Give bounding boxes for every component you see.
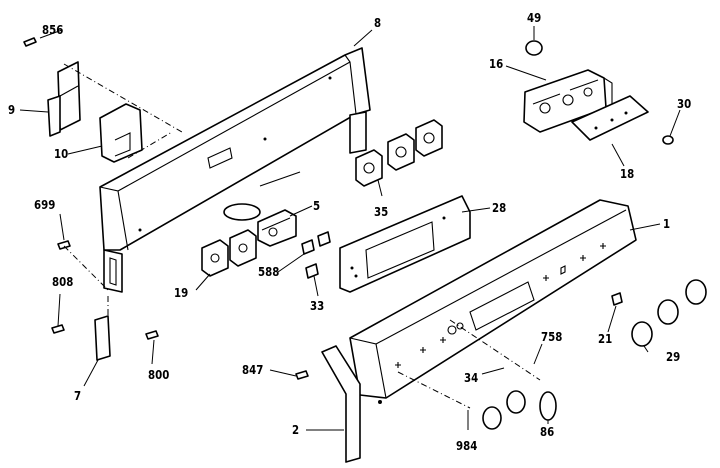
callout-699: 699	[34, 198, 56, 212]
callout-18: 18	[620, 167, 635, 181]
callout-86: 86	[540, 425, 555, 439]
callout-9: 9	[8, 103, 16, 117]
callout-800: 800	[148, 368, 170, 382]
left-side-bracket	[47, 61, 81, 137]
callout-2: 2	[292, 423, 300, 437]
small-knob	[662, 135, 674, 145]
control-knobs	[482, 279, 707, 430]
timer-overlay-panel	[571, 95, 649, 141]
callout-49: 49	[527, 11, 542, 25]
screws	[23, 37, 309, 380]
callout-16: 16	[489, 57, 504, 71]
callout-984: 984	[456, 439, 478, 453]
infinite-switches	[355, 119, 443, 187]
callout-34: 34	[464, 371, 479, 385]
lower-bracket	[94, 315, 111, 361]
indicator-lights	[301, 231, 331, 279]
callout-35: 35	[374, 205, 389, 219]
callout-30: 30	[677, 97, 692, 111]
callout-856: 856	[42, 23, 64, 37]
clock-timer	[523, 69, 613, 133]
leader-lines	[19, 26, 681, 431]
callout-588: 588	[258, 265, 280, 279]
callout-28: 28	[492, 201, 507, 215]
callout-8: 8	[374, 16, 382, 30]
clock-knob	[525, 40, 543, 56]
backguard-housing	[99, 47, 371, 293]
callout-847: 847	[242, 363, 264, 377]
callout-19: 19	[174, 286, 189, 300]
callout-29: 29	[666, 350, 681, 364]
control-panel-insert	[339, 195, 471, 293]
callout-808: 808	[52, 275, 74, 289]
main-control-panel	[349, 199, 637, 404]
knob-clip	[611, 292, 623, 306]
callout-21: 21	[598, 332, 613, 346]
end-cap-trim	[321, 345, 361, 463]
callout-5: 5	[313, 199, 321, 213]
callout-7: 7	[74, 389, 82, 403]
callout-758: 758	[541, 330, 563, 344]
callout-1: 1	[663, 217, 671, 231]
selector-switch	[223, 203, 297, 247]
assembly-lines	[63, 63, 541, 409]
rotary-switches	[201, 229, 257, 277]
callout-33: 33	[310, 299, 325, 313]
callout-10: 10	[54, 147, 69, 161]
